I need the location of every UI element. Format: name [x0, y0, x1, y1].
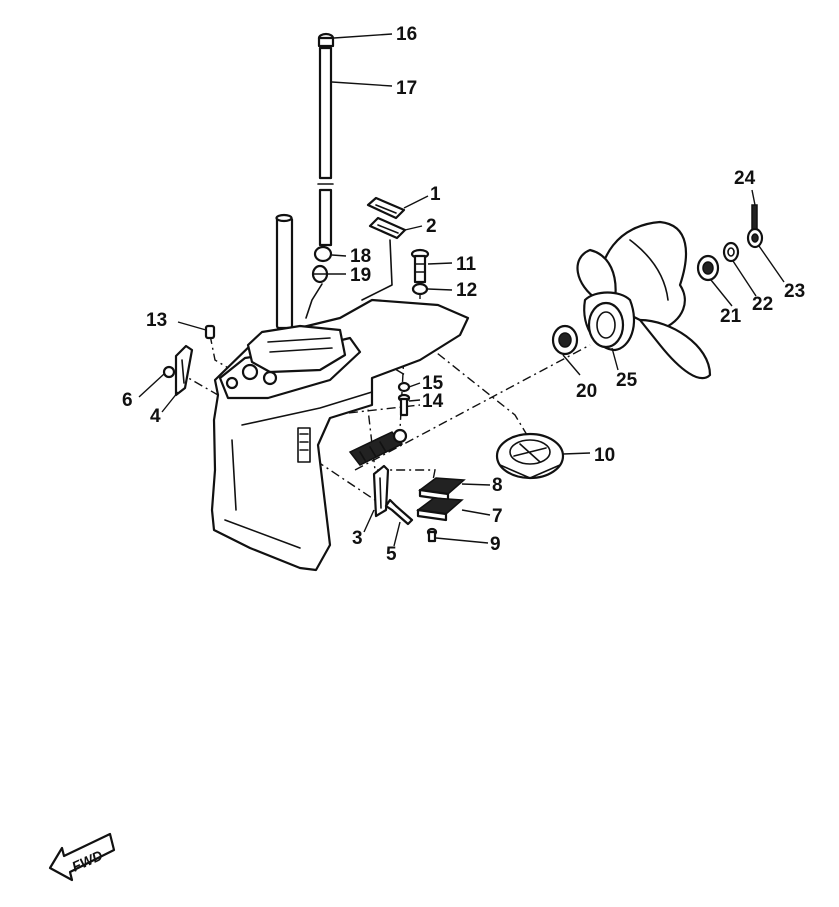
callout-1: 1	[430, 184, 441, 205]
callout-24: 24	[734, 168, 756, 189]
part-21-spacer	[696, 254, 720, 282]
callout-18: 18	[350, 246, 371, 267]
part-8-anode	[418, 477, 466, 502]
callout-22: 22	[752, 294, 773, 315]
part-7-anode	[416, 497, 464, 522]
part-9-bolt	[426, 527, 438, 543]
part-16-nut	[317, 32, 335, 48]
part-19-bushing	[311, 264, 329, 284]
part-17-shift-rod	[317, 46, 334, 247]
callout-14: 14	[422, 391, 444, 412]
part-25-propeller	[576, 220, 712, 380]
part-4-plate	[174, 344, 194, 397]
part-13-pin	[204, 324, 216, 340]
callout-21: 21	[720, 306, 742, 327]
fwd-arrow-icon: FWD	[48, 832, 116, 882]
callout-2: 2	[426, 216, 437, 237]
callout-9: 9	[490, 534, 501, 555]
part-12-washer	[411, 282, 429, 296]
callout-5: 5	[386, 544, 397, 565]
part-5-bolt	[384, 498, 414, 526]
drive-shaft	[225, 213, 347, 390]
part-22-washer	[722, 241, 740, 263]
part-15-washer	[397, 381, 411, 393]
part-6-nut	[162, 365, 176, 379]
part-11-bolt	[410, 248, 430, 284]
callout-10: 10	[594, 445, 615, 466]
callout-4: 4	[150, 406, 161, 427]
part-23-nut	[746, 227, 764, 249]
part-2-pad	[368, 216, 407, 240]
leader-lines	[138, 33, 785, 547]
part-18-grommet	[313, 245, 333, 263]
callout-6: 6	[122, 390, 133, 411]
part-1-pad	[366, 196, 406, 220]
propeller-shaft	[348, 428, 408, 466]
callout-20: 20	[576, 381, 597, 402]
callout-19: 19	[350, 265, 371, 286]
callout-17: 17	[396, 78, 417, 99]
callout-7: 7	[492, 506, 503, 527]
callout-25: 25	[616, 370, 638, 391]
callout-8: 8	[492, 475, 503, 496]
callout-11: 11	[456, 254, 477, 275]
callout-3: 3	[352, 528, 363, 549]
part-14-screw	[397, 393, 411, 417]
callout-16: 16	[396, 24, 417, 45]
callout-13: 13	[146, 310, 167, 331]
callout-12: 12	[456, 280, 477, 301]
part-24-cotter-pin	[751, 204, 758, 230]
callout-23: 23	[784, 281, 805, 302]
part-10-cover	[495, 432, 565, 480]
part-20-thrust-washer	[551, 324, 579, 356]
callouts: 16 17 1 2 18 19 11 12 13 6 4 15 14 10 8 …	[122, 24, 805, 565]
part-3-trim-tab	[372, 464, 390, 518]
callout-15: 15	[422, 373, 444, 394]
